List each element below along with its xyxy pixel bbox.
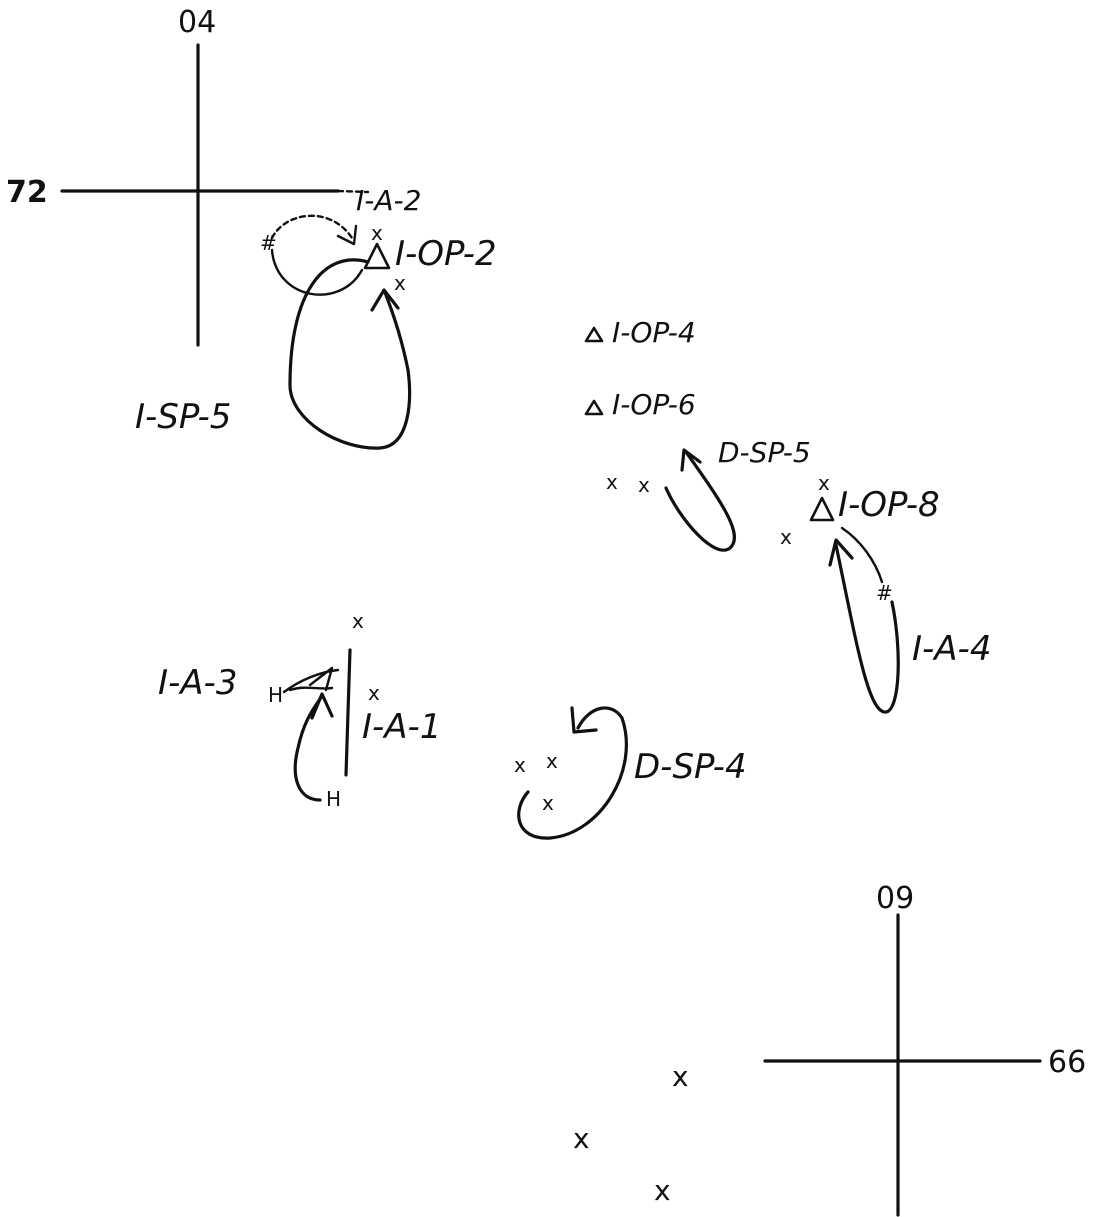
hash-mark-i-a-4: # (876, 581, 893, 605)
x-mark-d-sp-4-b: x (546, 749, 558, 773)
label-i-op-2: I-OP-2 (395, 234, 497, 274)
crosshair-bottom-right-right-label: 66 (1048, 1045, 1086, 1080)
x-mark-d-sp-5-b: x (638, 473, 650, 497)
arc-i-a-3-lower (288, 686, 334, 692)
loop-d-sp-5 (664, 450, 736, 552)
x-mark-d-sp-5-a: x (606, 470, 618, 494)
x-mark-i-op-8-left: x (780, 525, 792, 549)
arrowhead-i-a-3 (308, 666, 334, 692)
loop-d-sp-4 (517, 706, 628, 840)
crosshair-bottom-right: 09 66 (763, 881, 1086, 1217)
h-mark-i-a-3: H (268, 683, 283, 707)
cluster-i-op-2: I-A-2 # x I-OP-2 x I-SP-5 (135, 184, 497, 450)
arc-i-a-2 (270, 214, 354, 240)
x-mark-bottom-2: x (573, 1122, 590, 1155)
arrowhead-i-a-4 (828, 538, 854, 567)
triangle-i-op-6 (584, 399, 604, 416)
cluster-d-sp-5: x x D-SP-5 (606, 436, 811, 552)
label-d-sp-4: D-SP-4 (634, 747, 747, 787)
x-mark-i-a-1-top: x (352, 609, 364, 633)
line-i-a-1 (344, 648, 352, 777)
hash-mark-i-a-2: # (260, 231, 277, 255)
label-i-op-8: I-OP-8 (838, 485, 940, 525)
cluster-i-a-1: x I-A-3 H x I-A-1 H (158, 609, 441, 811)
label-d-sp-5: D-SP-5 (718, 436, 811, 469)
arrowhead-d-sp-5 (680, 448, 702, 472)
x-mark-bottom-1: x (672, 1060, 689, 1093)
arrowhead-i-a-1 (310, 692, 334, 720)
label-i-op-4: I-OP-4 (612, 316, 696, 349)
arrowhead-d-sp-4 (570, 706, 598, 734)
crosshair-top-left-dash (336, 189, 370, 194)
crosshair-top-left-left-label: 72 (6, 175, 48, 210)
x-mark-d-sp-4-a: x (514, 753, 526, 777)
x-mark-bottom-3: x (654, 1174, 671, 1207)
crosshair-top-left-top-label: 04 (178, 5, 216, 40)
arc-i-a-3 (282, 668, 340, 694)
arrowhead-i-sp-5 (370, 288, 400, 312)
crosshair-top-left: 04 72 (6, 5, 370, 347)
loop-i-a-4 (834, 543, 900, 714)
x-mark-i-op-2-bottom: x (394, 271, 406, 295)
label-i-a-1: I-A-1 (362, 707, 441, 747)
loop-i-a-1 (293, 694, 324, 802)
point-i-op-4: I-OP-4 (584, 316, 696, 349)
cluster-i-op-8: x I-OP-8 x # I-A-4 (780, 471, 991, 714)
triangle-i-op-8 (809, 496, 835, 522)
x-mark-d-sp-4-c: x (542, 791, 554, 815)
x-mark-i-op-2-top: x (371, 221, 383, 245)
loop-i-sp-5 (288, 258, 412, 450)
label-i-sp-5: I-SP-5 (135, 397, 231, 437)
bottom-x-marks: x x x (573, 1060, 689, 1207)
label-i-a-2: I-A-2 (356, 184, 421, 217)
cluster-d-sp-4: x x x D-SP-4 (514, 706, 747, 840)
label-i-op-6: I-OP-6 (612, 388, 696, 421)
x-mark-i-a-1-right: x (368, 681, 380, 705)
label-i-a-3: I-A-3 (158, 663, 237, 703)
loop-i-a-2-lower (270, 248, 364, 296)
arrowhead-i-a-2 (336, 224, 358, 246)
triangle-i-op-2 (363, 242, 391, 270)
arc-i-a-4-top (840, 526, 884, 584)
crosshair-bottom-right-top-label: 09 (876, 881, 914, 916)
label-i-a-4: I-A-4 (912, 629, 991, 669)
point-i-op-6: I-OP-6 (584, 388, 696, 421)
h-mark-i-a-1: H (326, 787, 341, 811)
x-mark-i-op-8-top: x (818, 471, 830, 495)
triangle-i-op-4 (584, 326, 604, 343)
